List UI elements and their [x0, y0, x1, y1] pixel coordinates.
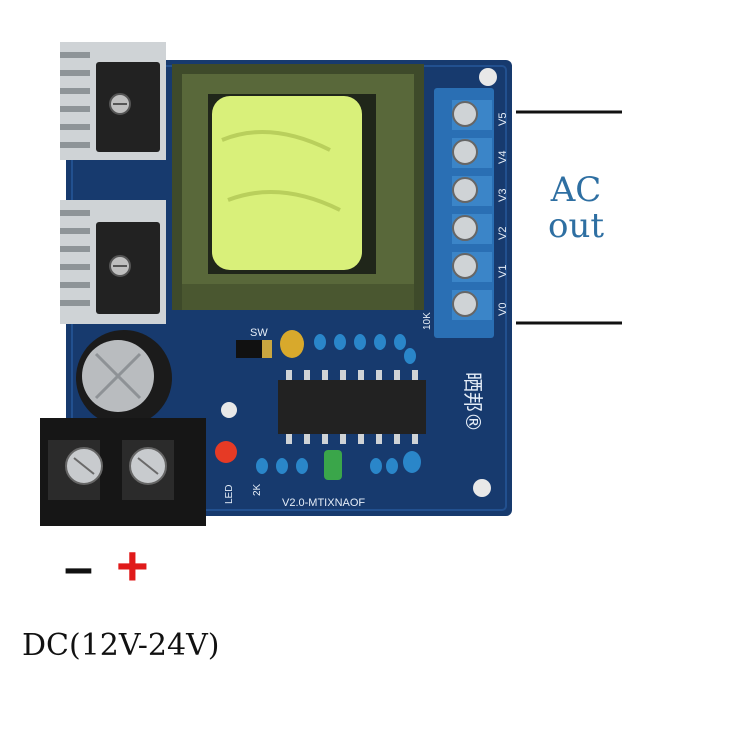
output-terminal-block [434, 88, 494, 338]
terminal-label-v0: V0 [497, 303, 509, 316]
mounting-hole [221, 402, 237, 418]
terminal-label-v2: V2 [497, 227, 509, 240]
resistor-2k-label: 2K [252, 483, 263, 496]
brand-marking: 晒邦® [461, 372, 485, 432]
dc-input-terminal-block [40, 418, 206, 526]
switch-label: SW [250, 327, 268, 339]
switch-jumper [236, 340, 272, 358]
version-marking: V2.0-MTIXNAOF [282, 497, 365, 509]
red-led [215, 441, 237, 463]
green-component [324, 450, 342, 480]
electrolytic-capacitor [76, 330, 172, 426]
heatsink-bottom [60, 200, 166, 324]
ac-out-label-line2: out [548, 206, 605, 246]
ac-out-label: AC out [548, 172, 604, 244]
transformer [172, 64, 424, 310]
terminal-label-v1: V1 [497, 265, 509, 278]
mounting-hole [479, 68, 497, 86]
resistor-10k-label: 10K [422, 312, 433, 330]
terminal-label-v5: V5 [497, 113, 509, 126]
mounting-hole [473, 479, 491, 497]
heatsink-top [60, 42, 166, 160]
minus-sign: – [64, 539, 93, 597]
ic-chip [268, 366, 436, 458]
plus-sign: + [116, 534, 149, 597]
ac-out-label-line1: AC [550, 170, 602, 210]
dc-voltage-label: DC(12V-24V) [22, 628, 220, 663]
terminal-label-v4: V4 [497, 151, 509, 164]
led-label: LED [224, 485, 235, 504]
terminal-label-v3: V3 [497, 189, 509, 202]
